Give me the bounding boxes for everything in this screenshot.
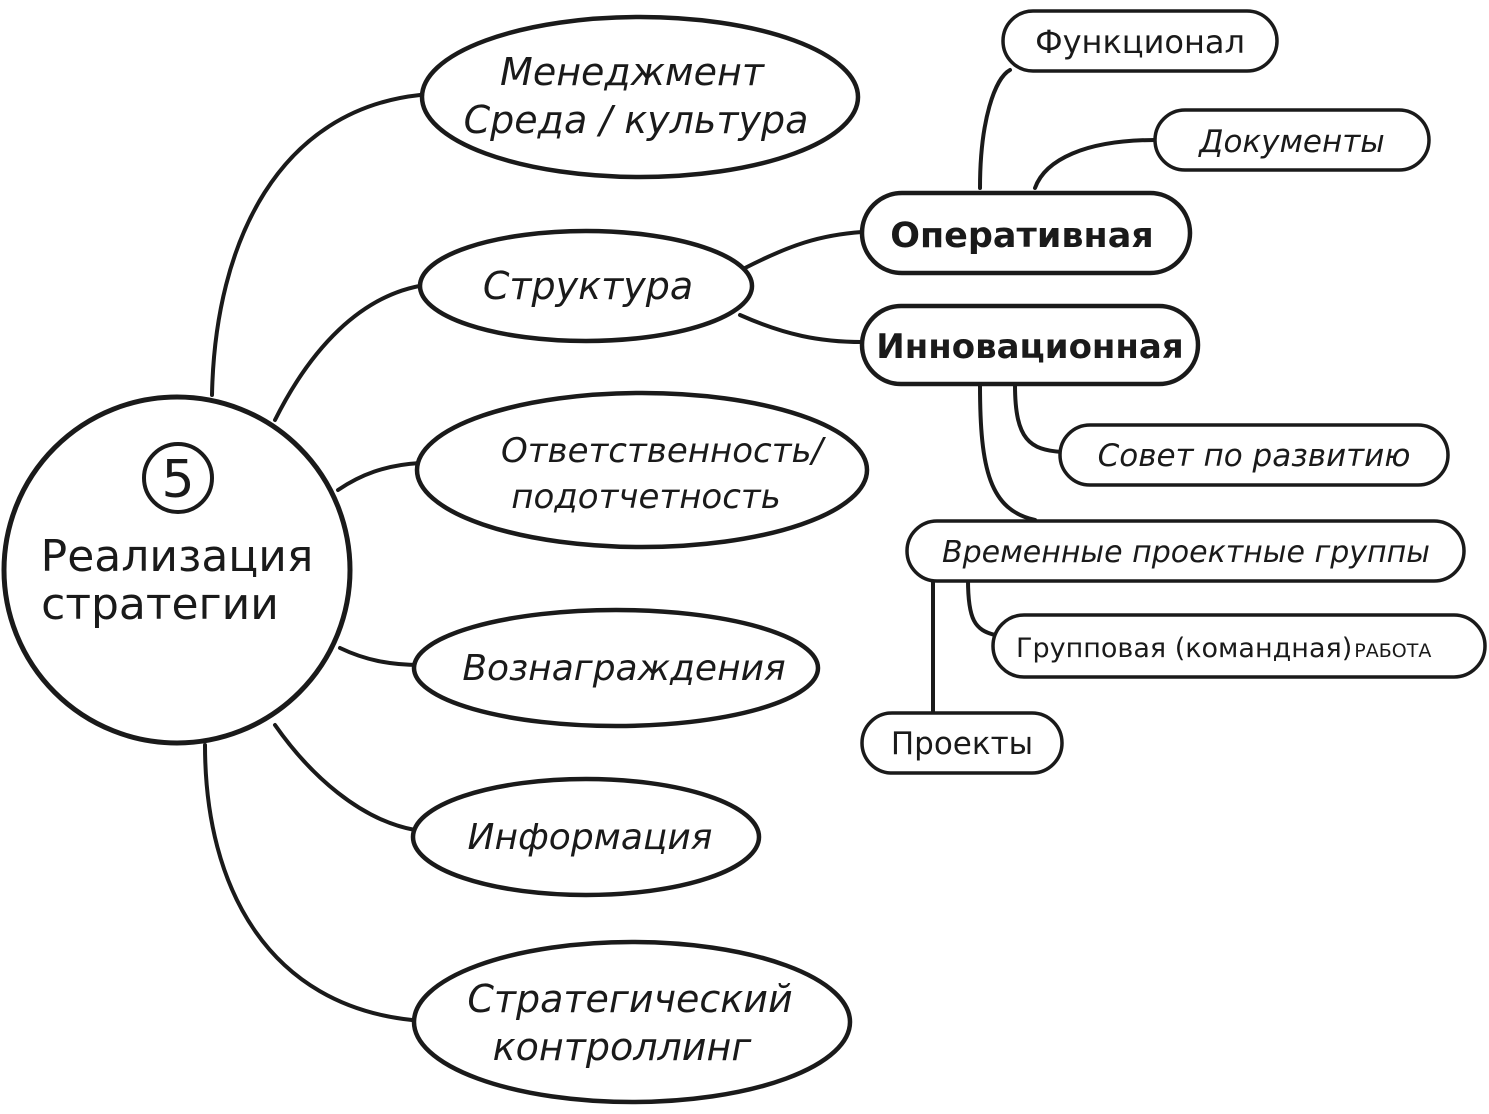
node-innovative: Инновационная xyxy=(859,303,1201,387)
center-node: 5 Реализация стратегии xyxy=(1,394,353,746)
edge-center-controlling xyxy=(203,743,414,1022)
branch-responsibility-ellipse xyxy=(414,390,870,550)
node-council-label: Совет по развитию xyxy=(1098,438,1411,474)
edge-operational-functional xyxy=(978,68,1012,190)
branch-controlling: Стратегический контроллинг xyxy=(411,939,853,1105)
branch-rewards-ellipse xyxy=(411,607,821,729)
node-teamwork-pill xyxy=(991,613,1487,679)
node-operational: Оперативная xyxy=(859,190,1193,276)
node-teamwork-label-main: Групповая (командная) xyxy=(1016,633,1352,664)
node-projects: Проекты xyxy=(860,711,1064,775)
edge-structure-operational xyxy=(743,230,864,270)
branch-controlling-line1: Стратегический xyxy=(467,977,792,1021)
center-title-line1: Реализация xyxy=(41,531,314,582)
branch-information-ellipse xyxy=(410,776,762,898)
center-title-line2: стратегии xyxy=(41,579,279,630)
branch-rewards: Вознаграждения xyxy=(411,607,821,729)
node-teamwork-label: Групповая (командная)РАБОТА xyxy=(1016,633,1431,664)
node-operational-pill xyxy=(859,190,1193,276)
branch-management-ellipse xyxy=(419,14,861,180)
node-temp-groups-pill xyxy=(905,519,1466,583)
edge-center-structure xyxy=(273,283,427,422)
edge-center-management xyxy=(210,93,422,397)
branch-management: Менеджмент Среда / культура xyxy=(419,14,861,180)
node-projects-pill xyxy=(860,711,1064,775)
node-innovative-pill xyxy=(859,303,1201,387)
edge-innovative-council xyxy=(1013,383,1064,454)
edge-center-responsibility xyxy=(336,461,422,492)
branch-responsibility-line2: подотчетность xyxy=(511,477,781,517)
branch-rewards-label: Вознаграждения xyxy=(462,648,785,689)
branch-controlling-ellipse xyxy=(411,939,853,1105)
branch-management-line2: Среда / культура xyxy=(464,98,809,142)
center-circle xyxy=(1,394,353,746)
node-documents-label: Документы xyxy=(1197,124,1385,160)
node-temp-groups: Временные проектные группы xyxy=(905,519,1466,583)
node-teamwork: Групповая (командная)РАБОТА xyxy=(991,613,1487,679)
node-functional-pill xyxy=(1001,9,1279,73)
branch-structure: Структура xyxy=(417,228,755,344)
connectors xyxy=(203,68,1157,1022)
branch-information-label: Информация xyxy=(468,817,713,858)
node-teamwork-label-small: РАБОТА xyxy=(1354,640,1431,662)
node-documents-pill xyxy=(1153,108,1431,172)
node-temp-groups-label: Временные проектные группы xyxy=(942,535,1430,570)
branch-controlling-line2: контроллинг xyxy=(493,1025,753,1069)
edge-operational-documents xyxy=(1033,138,1157,190)
branch-responsibility-line1: Ответственность/ xyxy=(501,431,827,471)
edge-center-rewards xyxy=(338,646,422,667)
node-council: Совет по развитию xyxy=(1058,423,1450,487)
edge-structure-innovative xyxy=(738,313,864,344)
node-projects-label: Проекты xyxy=(891,726,1033,762)
branch-structure-ellipse xyxy=(417,228,755,344)
node-functional-label: Функционал xyxy=(1035,23,1245,61)
node-operational-label: Оперативная xyxy=(890,216,1154,256)
edge-tempgroups-teamwork xyxy=(966,578,997,637)
node-functional: Функционал xyxy=(1001,9,1279,73)
node-council-pill xyxy=(1058,423,1450,487)
number-badge-label: 5 xyxy=(161,450,194,510)
branch-information: Информация xyxy=(410,776,762,898)
node-documents: Документы xyxy=(1153,108,1431,172)
edge-innovative-tempgroups xyxy=(978,383,1037,522)
branch-structure-label: Структура xyxy=(483,264,693,308)
branch-management-line1: Менеджмент xyxy=(500,50,766,94)
branch-responsibility: Ответственность/ подотчетность xyxy=(414,390,870,550)
edge-center-information xyxy=(273,723,417,832)
node-innovative-label: Инновационная xyxy=(876,327,1183,367)
number-badge xyxy=(142,442,214,514)
